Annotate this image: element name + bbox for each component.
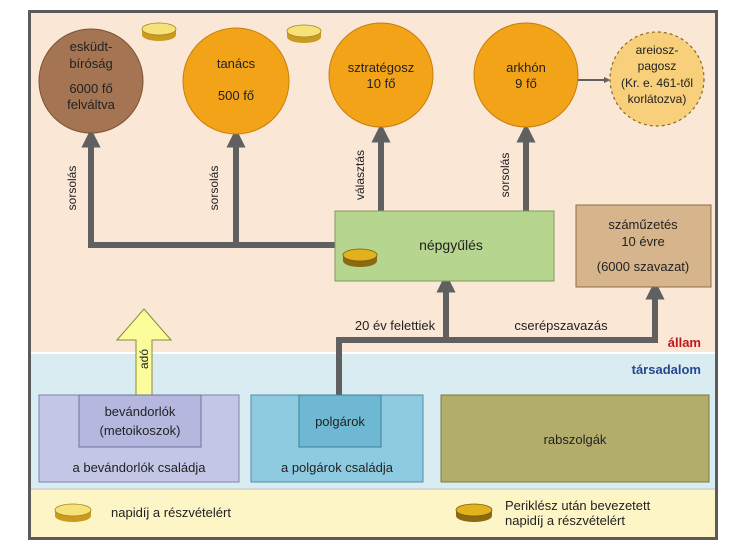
svg-text:bíróság: bíróság [69,56,112,71]
svg-text:(6000 szavazat): (6000 szavazat) [597,259,690,274]
coin-icon-legend-light [54,503,92,522]
svg-text:a polgárok családja: a polgárok családja [281,460,394,475]
body-areiosz: areiosz- pagosz (Kr. e. 461-től korlátoz… [609,31,705,127]
arrow-to-szamuzetes [446,280,665,343]
svg-text:500 fő: 500 fő [218,88,254,103]
svg-text:polgárok: polgárok [315,414,365,429]
svg-text:(metoikoszok): (metoikoszok) [100,423,181,438]
label-sorsolas-arkhon: sorsolás [498,153,512,198]
arrow-to-eskudt [81,128,335,248]
body-tanacs: tanács 500 fő [182,27,290,135]
diagram-frame: állam társadalom sorsolás sorsolás válas… [28,10,718,540]
nepgyules-box: népgyűlés [334,210,555,282]
label-cserepszavazas: cserépszavazás [514,318,608,333]
coin-icon-eskudt [141,22,177,41]
svg-text:areiosz-: areiosz- [636,43,679,57]
svg-text:bevándorlók: bevándorlók [105,404,176,419]
athenian-state-diagram: állam társadalom sorsolás sorsolás válas… [31,13,715,537]
nepgyules-label: népgyűlés [419,237,483,253]
group-polgarok: polgárok a polgárok családja [250,394,424,483]
svg-text:arkhón: arkhón [506,60,546,75]
svg-text:10 évre: 10 évre [621,234,664,249]
svg-text:a bevándorlók családja: a bevándorlók családja [73,460,207,475]
state-label: állam [668,335,701,350]
ado-label: adó [137,349,151,369]
society-label: társadalom [632,362,701,377]
legend-label-2b: napidíj a részvételért [505,513,625,528]
svg-text:6000 fő: 6000 fő [69,81,112,96]
svg-text:9 fő: 9 fő [515,76,537,91]
svg-text:korlátozva): korlátozva) [628,92,687,106]
szamuzetes-box: száműzetés 10 évre (6000 szavazat) [575,204,712,288]
svg-text:tanács: tanács [217,56,256,71]
svg-text:száműzetés: száműzetés [608,217,678,232]
body-arkhon: arkhón 9 fő [473,22,579,128]
legend-band [31,489,715,537]
group-bevandorlok: bevándorlók (metoikoszok) a bevándorlók … [38,394,240,483]
svg-text:sztratégosz: sztratégosz [348,60,414,75]
legend-item-2: Periklész után bevezetett napidíj a rész… [455,498,651,528]
label-sorsolas-eskudt: sorsolás [65,166,79,211]
legend-item-1: napidíj a részvételért [54,503,231,522]
coin-icon-nepgyules [342,248,378,267]
label-sorsolas-tanacs: sorsolás [207,166,221,211]
svg-text:10 fő: 10 fő [367,76,396,91]
svg-text:felváltva: felváltva [67,97,115,112]
coin-icon-legend-dark [455,503,493,522]
arrow-to-nepgyules [336,273,456,395]
legend-label-2a: Periklész után bevezetett [505,498,651,513]
connector-arrows [81,76,665,395]
body-sztrategosz: sztratégosz 10 fő [328,22,434,128]
label-felettiek: 20 év felettiek [355,318,436,333]
svg-text:pagosz: pagosz [638,59,677,73]
body-eskudt: esküdt- bíróság 6000 fő felváltva [38,28,144,134]
legend-label-1: napidíj a részvételért [111,505,231,520]
group-rabszolgak: rabszolgák [440,394,710,483]
coin-icon-tanacs [286,24,322,43]
ado-arrow: adó [115,308,173,396]
svg-text:rabszolgák: rabszolgák [544,432,607,447]
svg-text:(Kr. e. 461-től: (Kr. e. 461-től [621,76,693,90]
label-valasztas: választás [353,150,367,200]
svg-text:esküdt-: esküdt- [70,39,113,54]
